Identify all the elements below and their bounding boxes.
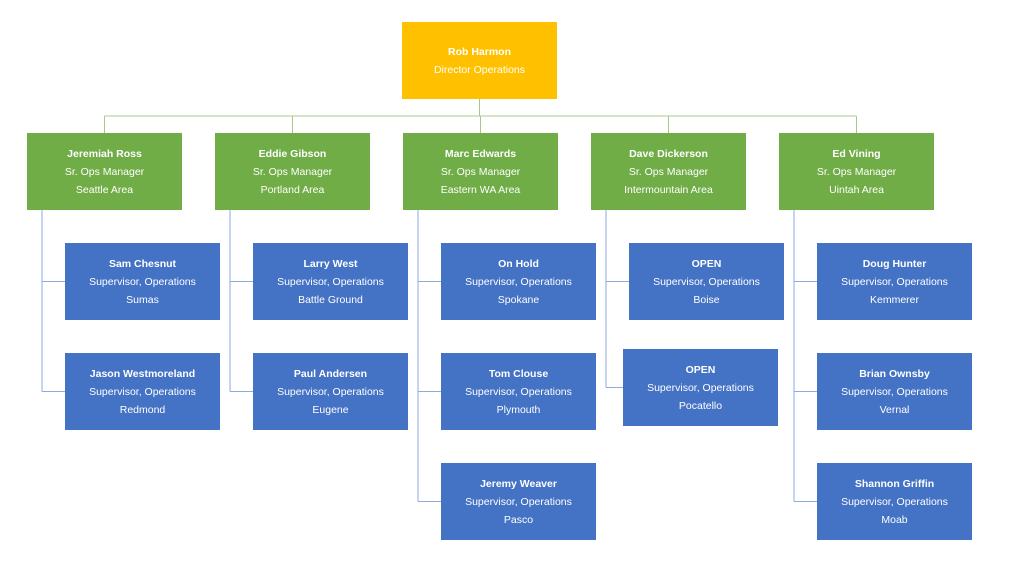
location-label: Kemmerer [869,293,919,306]
person-name: Sam Chesnut [108,257,177,270]
job-title: Sr. Ops Manager [252,165,333,178]
job-title: Supervisor, Operations [841,385,948,398]
person-name: On Hold [498,257,539,270]
location-label: Eastern WA Area [440,183,521,196]
job-title: Supervisor, Operations [277,385,384,398]
location-label: Battle Ground [298,293,363,306]
location-label: Boise [693,293,720,306]
location-label: Portland Area [260,183,325,196]
person-name: Dave Dickerson [629,147,708,160]
job-title: Supervisor, Operations [841,495,948,508]
location-label: Moab [881,513,908,526]
location-label: Pocatello [678,399,723,412]
person-name: Jeremiah Ross [67,147,142,160]
person-name: Paul Andersen [293,367,368,380]
person-name: Ed Vining [832,147,881,160]
job-title: Supervisor, Operations [841,275,948,288]
job-title: Supervisor, Operations [277,275,384,288]
location-label: Vernal [879,403,910,416]
person-name: Eddie Gibson [258,147,327,160]
job-title: Supervisor, Operations [89,385,196,398]
location-label: Seattle Area [75,183,134,196]
location-label: Sumas [126,293,159,306]
job-title: Supervisor, Operations [89,275,196,288]
job-title: Supervisor, Operations [465,275,572,288]
location-label: Uintah Area [829,183,884,196]
job-title: Sr. Ops Manager [64,165,145,178]
location-label: Redmond [119,403,166,416]
job-title: Sr. Ops Manager [440,165,521,178]
person-name: Jason Westmoreland [89,367,196,380]
person-name: Doug Hunter [862,257,927,270]
person-name: Larry West [303,257,358,270]
person-name: OPEN [685,363,716,376]
location-label: Spokane [497,293,540,306]
job-title: Director Operations [433,63,526,76]
person-name: Rob Harmon [448,45,511,58]
location-label: Pasco [503,513,534,526]
person-name: Tom Clouse [488,367,549,380]
location-label: Intermountain Area [624,183,713,196]
job-title: Supervisor, Operations [465,385,572,398]
person-name: Jeremy Weaver [480,477,557,490]
job-title: Supervisor, Operations [653,275,760,288]
person-name: Brian Ownsby [859,367,930,380]
job-title: Sr. Ops Manager [816,165,897,178]
location-label: Eugene [312,403,349,416]
location-label: Plymouth [496,403,541,416]
job-title: Sr. Ops Manager [628,165,709,178]
person-name: Marc Edwards [444,147,517,160]
job-title: Supervisor, Operations [647,381,754,394]
person-name: OPEN [691,257,722,270]
person-name: Shannon Griffin [854,477,935,490]
job-title: Supervisor, Operations [465,495,572,508]
